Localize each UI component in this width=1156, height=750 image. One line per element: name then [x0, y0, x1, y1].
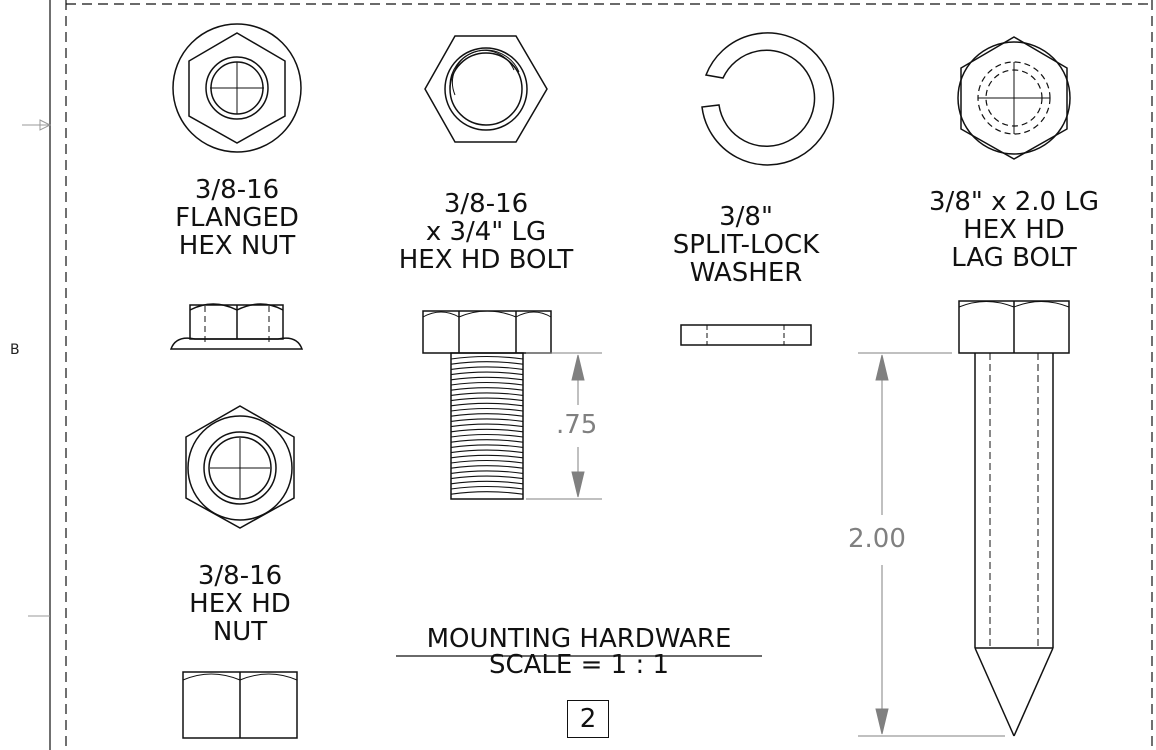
thread-line [450, 454, 524, 459]
sheet-border [22, 0, 1153, 750]
washer-label-line3: WASHER [689, 258, 803, 288]
hex-bolt-label-line1: 3/8-16 [443, 189, 529, 219]
thread-line [450, 480, 524, 485]
lag-bolt-label-line2: HEX HD [963, 215, 1065, 245]
hex-bolt-label: 3/8-16 x 3/4" LG HEX HD BOLT [376, 190, 596, 274]
flanged-nut-label-line2: FLANGED [175, 203, 299, 233]
lag-length-dimension-text: 2.00 [848, 524, 906, 554]
hex-nut-side-view [182, 671, 298, 739]
thread-line [450, 397, 524, 402]
view-scale: SCALE = 1 : 1 [488, 650, 670, 680]
thread-line [450, 449, 524, 454]
thread-line [450, 387, 524, 391]
thread-line [450, 402, 524, 407]
thread-line [450, 444, 524, 448]
hex-nut-label: 3/8-16 HEX HD NUT [140, 562, 340, 646]
hex-nut-label-line1: 3/8-16 [197, 561, 283, 591]
view-title-block: MOUNTING HARDWARE SCALE = 1 : 1 [379, 626, 779, 678]
hex-nut-top-view [185, 405, 295, 529]
hex-nut-label-line2: HEX HD [189, 589, 291, 619]
view-number-box: 2 [567, 700, 609, 738]
bolt-length-dimension-text: .75 [556, 410, 598, 440]
thread-line [450, 407, 524, 412]
flanged-nut-top-view [172, 23, 302, 153]
thread-line [450, 381, 524, 386]
thread-line [450, 392, 524, 396]
hex-bolt-label-line2: x 3/4" LG [425, 217, 547, 247]
lag-bolt-label-line3: LAG BOLT [951, 243, 1077, 273]
lag-bolt-side-view [958, 300, 1070, 737]
lag-bolt-top-view [957, 36, 1071, 160]
flanged-nut-label-line1: 3/8-16 [194, 175, 280, 205]
thread-line [450, 439, 524, 443]
thread-line [450, 491, 524, 495]
thread-line [450, 418, 524, 422]
washer-label-line2: SPLIT-LOCK [672, 230, 820, 260]
thread-line [450, 459, 524, 464]
hex-bolt-side-view [422, 310, 552, 500]
thread-line [450, 470, 524, 474]
thread-line [450, 433, 524, 438]
thread-line [450, 376, 524, 381]
lag-bolt-label-line1: 3/8" x 2.0 LG [929, 187, 1099, 217]
dimension-lag-length [858, 352, 1005, 737]
hex-nut-label-line3: NUT [212, 617, 268, 647]
flanged-nut-label: 3/8-16 FLANGED HEX NUT [137, 176, 337, 260]
thread-line [450, 485, 524, 490]
thread-line [450, 413, 524, 417]
zone-label: B [10, 342, 20, 358]
washer-side-view [680, 324, 812, 346]
thread-line [450, 355, 524, 360]
washer-label: 3/8" SPLIT-LOCK WASHER [646, 203, 846, 287]
thread-line [450, 423, 524, 428]
thread-line [450, 465, 524, 469]
lag-bolt-label: 3/8" x 2.0 LG HEX HD LAG BOLT [899, 188, 1129, 272]
flanged-nut-side-view [169, 303, 304, 350]
thread-line [450, 366, 524, 370]
dimension-bolt-length [526, 352, 602, 500]
flanged-nut-label-line3: HEX NUT [178, 231, 296, 261]
thread-line [450, 475, 524, 480]
thread-line [450, 371, 524, 376]
hex-bolt-top-view [424, 35, 548, 143]
hex-bolt-label-line3: HEX HD BOLT [398, 245, 574, 275]
thread-line [450, 428, 524, 433]
washer-label-line1: 3/8" [719, 202, 773, 232]
thread-line [450, 361, 524, 365]
washer-top-view [701, 32, 835, 166]
view-title: MOUNTING HARDWARE [426, 624, 732, 654]
